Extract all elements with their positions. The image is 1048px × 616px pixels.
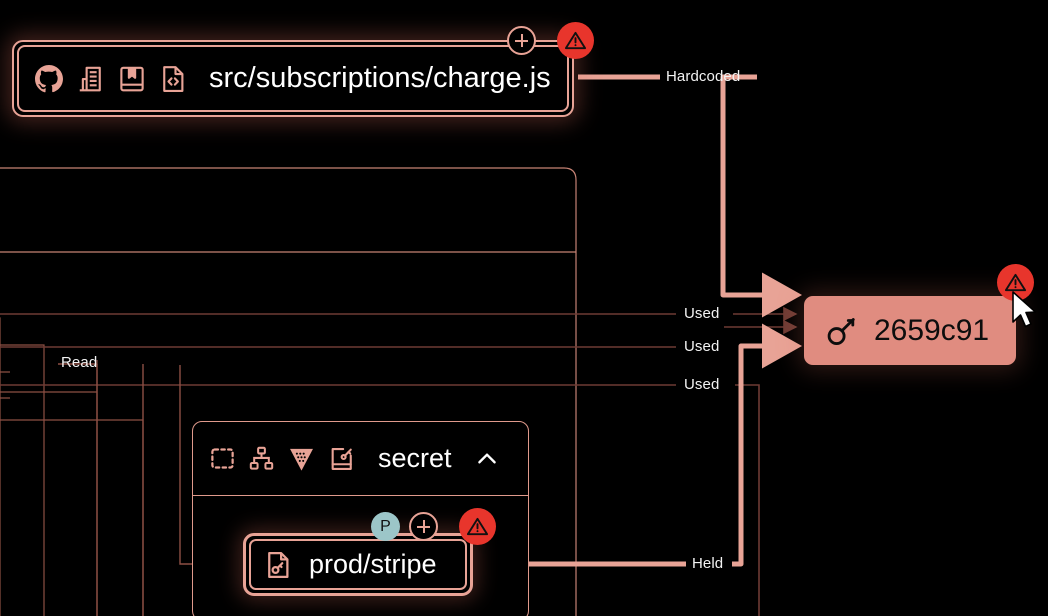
funnel-icon: [287, 444, 316, 473]
github-icon: [33, 63, 65, 95]
node-source-file-body[interactable]: src/subscriptions/charge.js: [17, 45, 569, 112]
node-source-file-title: src/subscriptions/charge.js: [209, 62, 551, 94]
p-badge[interactable]: P: [371, 512, 400, 541]
hierarchy-icon: [248, 445, 275, 472]
file-key-icon: [263, 550, 293, 580]
organization-icon: [76, 64, 106, 94]
edge-label-used-2: Used: [684, 338, 720, 355]
chevron-up-icon[interactable]: [474, 446, 500, 472]
secret-group-header[interactable]: secret: [193, 422, 528, 496]
selection-icon: [209, 445, 236, 472]
edge-label-read: Read: [61, 354, 98, 371]
code-file-icon: [158, 64, 188, 94]
edge-used-3-right: [735, 384, 760, 616]
key-icon: [824, 313, 860, 349]
warning-badge-key[interactable]: [997, 264, 1034, 301]
repository-icon: [117, 64, 147, 94]
edge-label-hardcoded: Hardcoded: [666, 68, 741, 85]
node-secret-prod-stripe-title: prod/stripe: [309, 549, 437, 579]
node-secret-prod-stripe-body[interactable]: prod/stripe: [249, 539, 467, 590]
warning-badge-file[interactable]: [557, 22, 594, 59]
edge-hardcoded: [578, 74, 802, 318]
edge-label-held: Held: [692, 555, 724, 572]
node-secret-prod-stripe[interactable]: prod/stripe: [243, 533, 473, 596]
secret-group-title: secret: [378, 443, 452, 473]
node-key-title: 2659c91: [874, 313, 990, 347]
edge-label-used-3: Used: [684, 376, 720, 393]
node-source-file[interactable]: src/subscriptions/charge.js: [12, 40, 574, 117]
notebook-key-icon: [328, 445, 356, 473]
plus-badge-secret[interactable]: [409, 512, 438, 541]
plus-badge-file[interactable]: [507, 26, 536, 55]
edge-label-used-1: Used: [684, 305, 720, 322]
warning-badge-secret[interactable]: [459, 508, 496, 545]
node-key[interactable]: 2659c91: [804, 296, 1016, 365]
